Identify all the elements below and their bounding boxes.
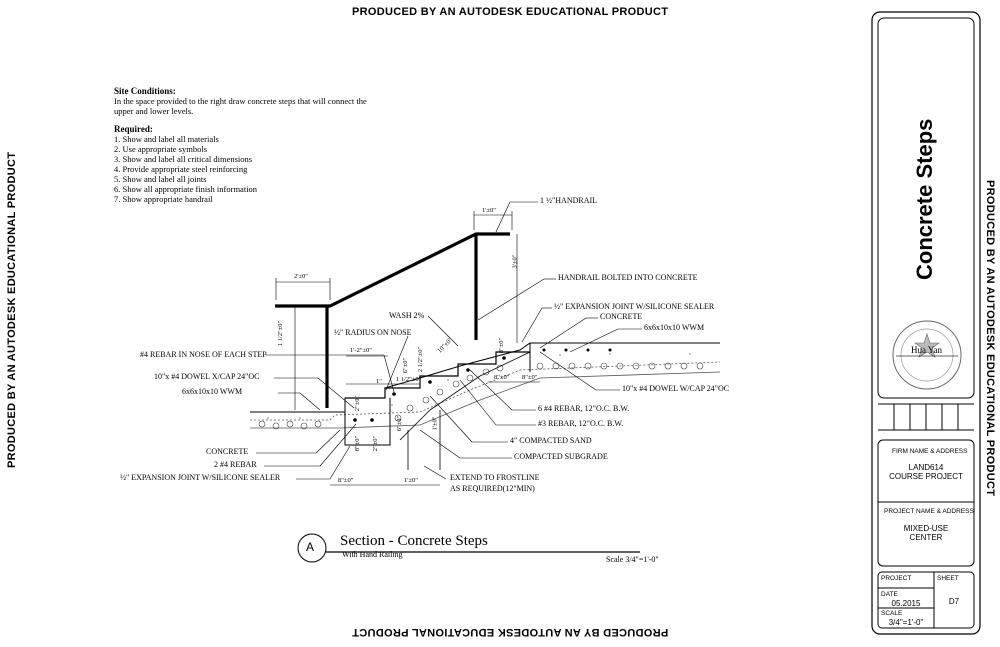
section-marker-circle <box>297 533 327 563</box>
label-handrail-bolted: HANDRAIL BOLTED INTO CONCRETE <box>558 273 698 282</box>
label-rebar2: 2 #4 REBAR <box>214 460 257 469</box>
sheet-value: D7 <box>948 597 960 606</box>
section-marker: A <box>306 540 315 554</box>
dim-1: 1" <box>376 378 382 385</box>
architect-seal <box>892 320 962 390</box>
dim-rail-left-height: 1 1/2"±0" <box>277 320 285 347</box>
dim-6b: 6"±0" <box>396 415 404 432</box>
label-expansion-left: ½" EXPANSION JOINT W/SILICONE SEALER <box>120 473 281 482</box>
site-conditions-line: In the space provided to the right draw … <box>114 96 367 106</box>
required-item: 1. Show and label all materials <box>114 134 219 144</box>
dim-1-half: 1 1/2"±0" <box>396 376 422 383</box>
section-subtitle: With Hand Railing <box>342 550 403 559</box>
label-subgrade: COMPACTED SUBGRADE <box>514 452 608 461</box>
required-item: 4. Provide appropriate steel reinforcing <box>114 164 248 174</box>
required-item: 7. Show appropriate handrail <box>114 194 213 204</box>
section-scale: Scale 3/4"=1'-0" <box>606 555 659 564</box>
sheet-label: SHEET <box>937 575 959 582</box>
section-title: Section - Concrete Steps <box>340 533 488 549</box>
label-concrete-top: CONCRETE <box>600 312 643 321</box>
required-item: 5. Show and label all joints <box>114 174 207 184</box>
dim-8c: 8"±0" <box>522 374 538 381</box>
dim-rail-left: 2'±0" <box>294 273 308 280</box>
project-title: Concrete Steps <box>912 118 937 280</box>
top-banner: PRODUCED BY AN AUTODESK EDUCATIONAL PROD… <box>352 6 669 18</box>
seal-name: Hua Yan <box>911 345 943 355</box>
handrail-line <box>275 232 510 308</box>
label-dowel-right: 10"x #4 DOWEL W/CAP 24"OC <box>622 384 730 393</box>
required-heading: Required: <box>114 124 153 134</box>
label-rebar3: #3 REBAR, 12"O.C. B.W. <box>538 419 624 428</box>
required-item: 6. Show all appropriate finish informati… <box>114 184 258 194</box>
date-label: DATE <box>881 591 898 598</box>
title-block-frame <box>871 11 981 635</box>
firm-line2: COURSE PROJECT <box>889 472 963 481</box>
project-name-label: PROJECT NAME & ADDRESS <box>884 508 974 515</box>
label-wash: WASH 2% <box>389 311 425 320</box>
dim-rail-height: 3'±0" <box>511 254 519 269</box>
dim-8b: 8"±0" <box>494 374 510 381</box>
dim-tread: 1'-2"±0" <box>350 347 372 354</box>
label-rebar6: 6 #4 REBAR, 12"O.C. B.W. <box>538 404 630 413</box>
required-item: 3. Show and label all critical dimension… <box>114 154 253 164</box>
scale-label: SCALE <box>881 610 903 617</box>
label-frostline-2: AS REQUIRED(12"MIN) <box>450 484 535 493</box>
dim-2-half: 2 1/2"±0" <box>417 346 425 373</box>
firm-line1: LAND614 <box>908 463 944 472</box>
site-conditions: Site Conditions: In the space provided t… <box>114 86 367 204</box>
label-rebar-nose: #4 REBAR IN NOSE OF EACH STEP <box>140 350 267 359</box>
dim-rail-top: 1'±0" <box>482 207 496 214</box>
dim-1-0: 1'±0" <box>431 416 439 431</box>
project-box-label: PROJECT <box>881 575 912 582</box>
label-frostline-1: EXTEND TO FROSTLINE <box>450 473 540 482</box>
project-line1: MIXED-USE <box>903 524 949 533</box>
label-sand: 4" COMPACTED SAND <box>510 436 592 445</box>
required-item: 2. Use appropriate symbols <box>114 144 208 154</box>
dim-1-bottom: 1'±0" <box>404 477 418 484</box>
dim-8d: 8"±0" <box>338 477 354 484</box>
site-conditions-line: upper and lower levels. <box>114 106 194 116</box>
dim-2: 2"±0" <box>354 395 362 412</box>
project-line2: CENTER <box>909 533 943 542</box>
label-concrete-left: CONCRETE <box>206 447 249 456</box>
label-wwm-top: 6x6x10x10 WWM <box>644 323 705 332</box>
star-icon <box>914 333 940 358</box>
dim-8a: 8"±0" <box>498 337 506 354</box>
dim-riser: 6"±0" <box>402 357 410 374</box>
label-expansion-top: ½" EXPANSION JOINT W/SILICONE SEALER <box>554 302 715 311</box>
dim-8e: 8"±0" <box>354 435 362 452</box>
label-handrail: 1 ½"HANDRAIL <box>540 196 598 205</box>
firm-label: FIRM NAME & ADDRESS <box>892 448 968 455</box>
date-value: 05.2015 <box>891 599 921 608</box>
label-radius: ½" RADIUS ON NOSE <box>334 328 412 337</box>
label-wwm-left: 6x6x10x10 WWM <box>182 387 243 396</box>
title-panel <box>877 17 975 399</box>
scale-value: 3/4"=1'-0" <box>888 618 924 627</box>
dim-2b: 2"±0" <box>372 435 380 452</box>
label-dowel-cap: 10"x #4 DOWEL X/CAP 24"OC <box>154 372 260 381</box>
site-conditions-heading: Site Conditions: <box>114 86 176 96</box>
